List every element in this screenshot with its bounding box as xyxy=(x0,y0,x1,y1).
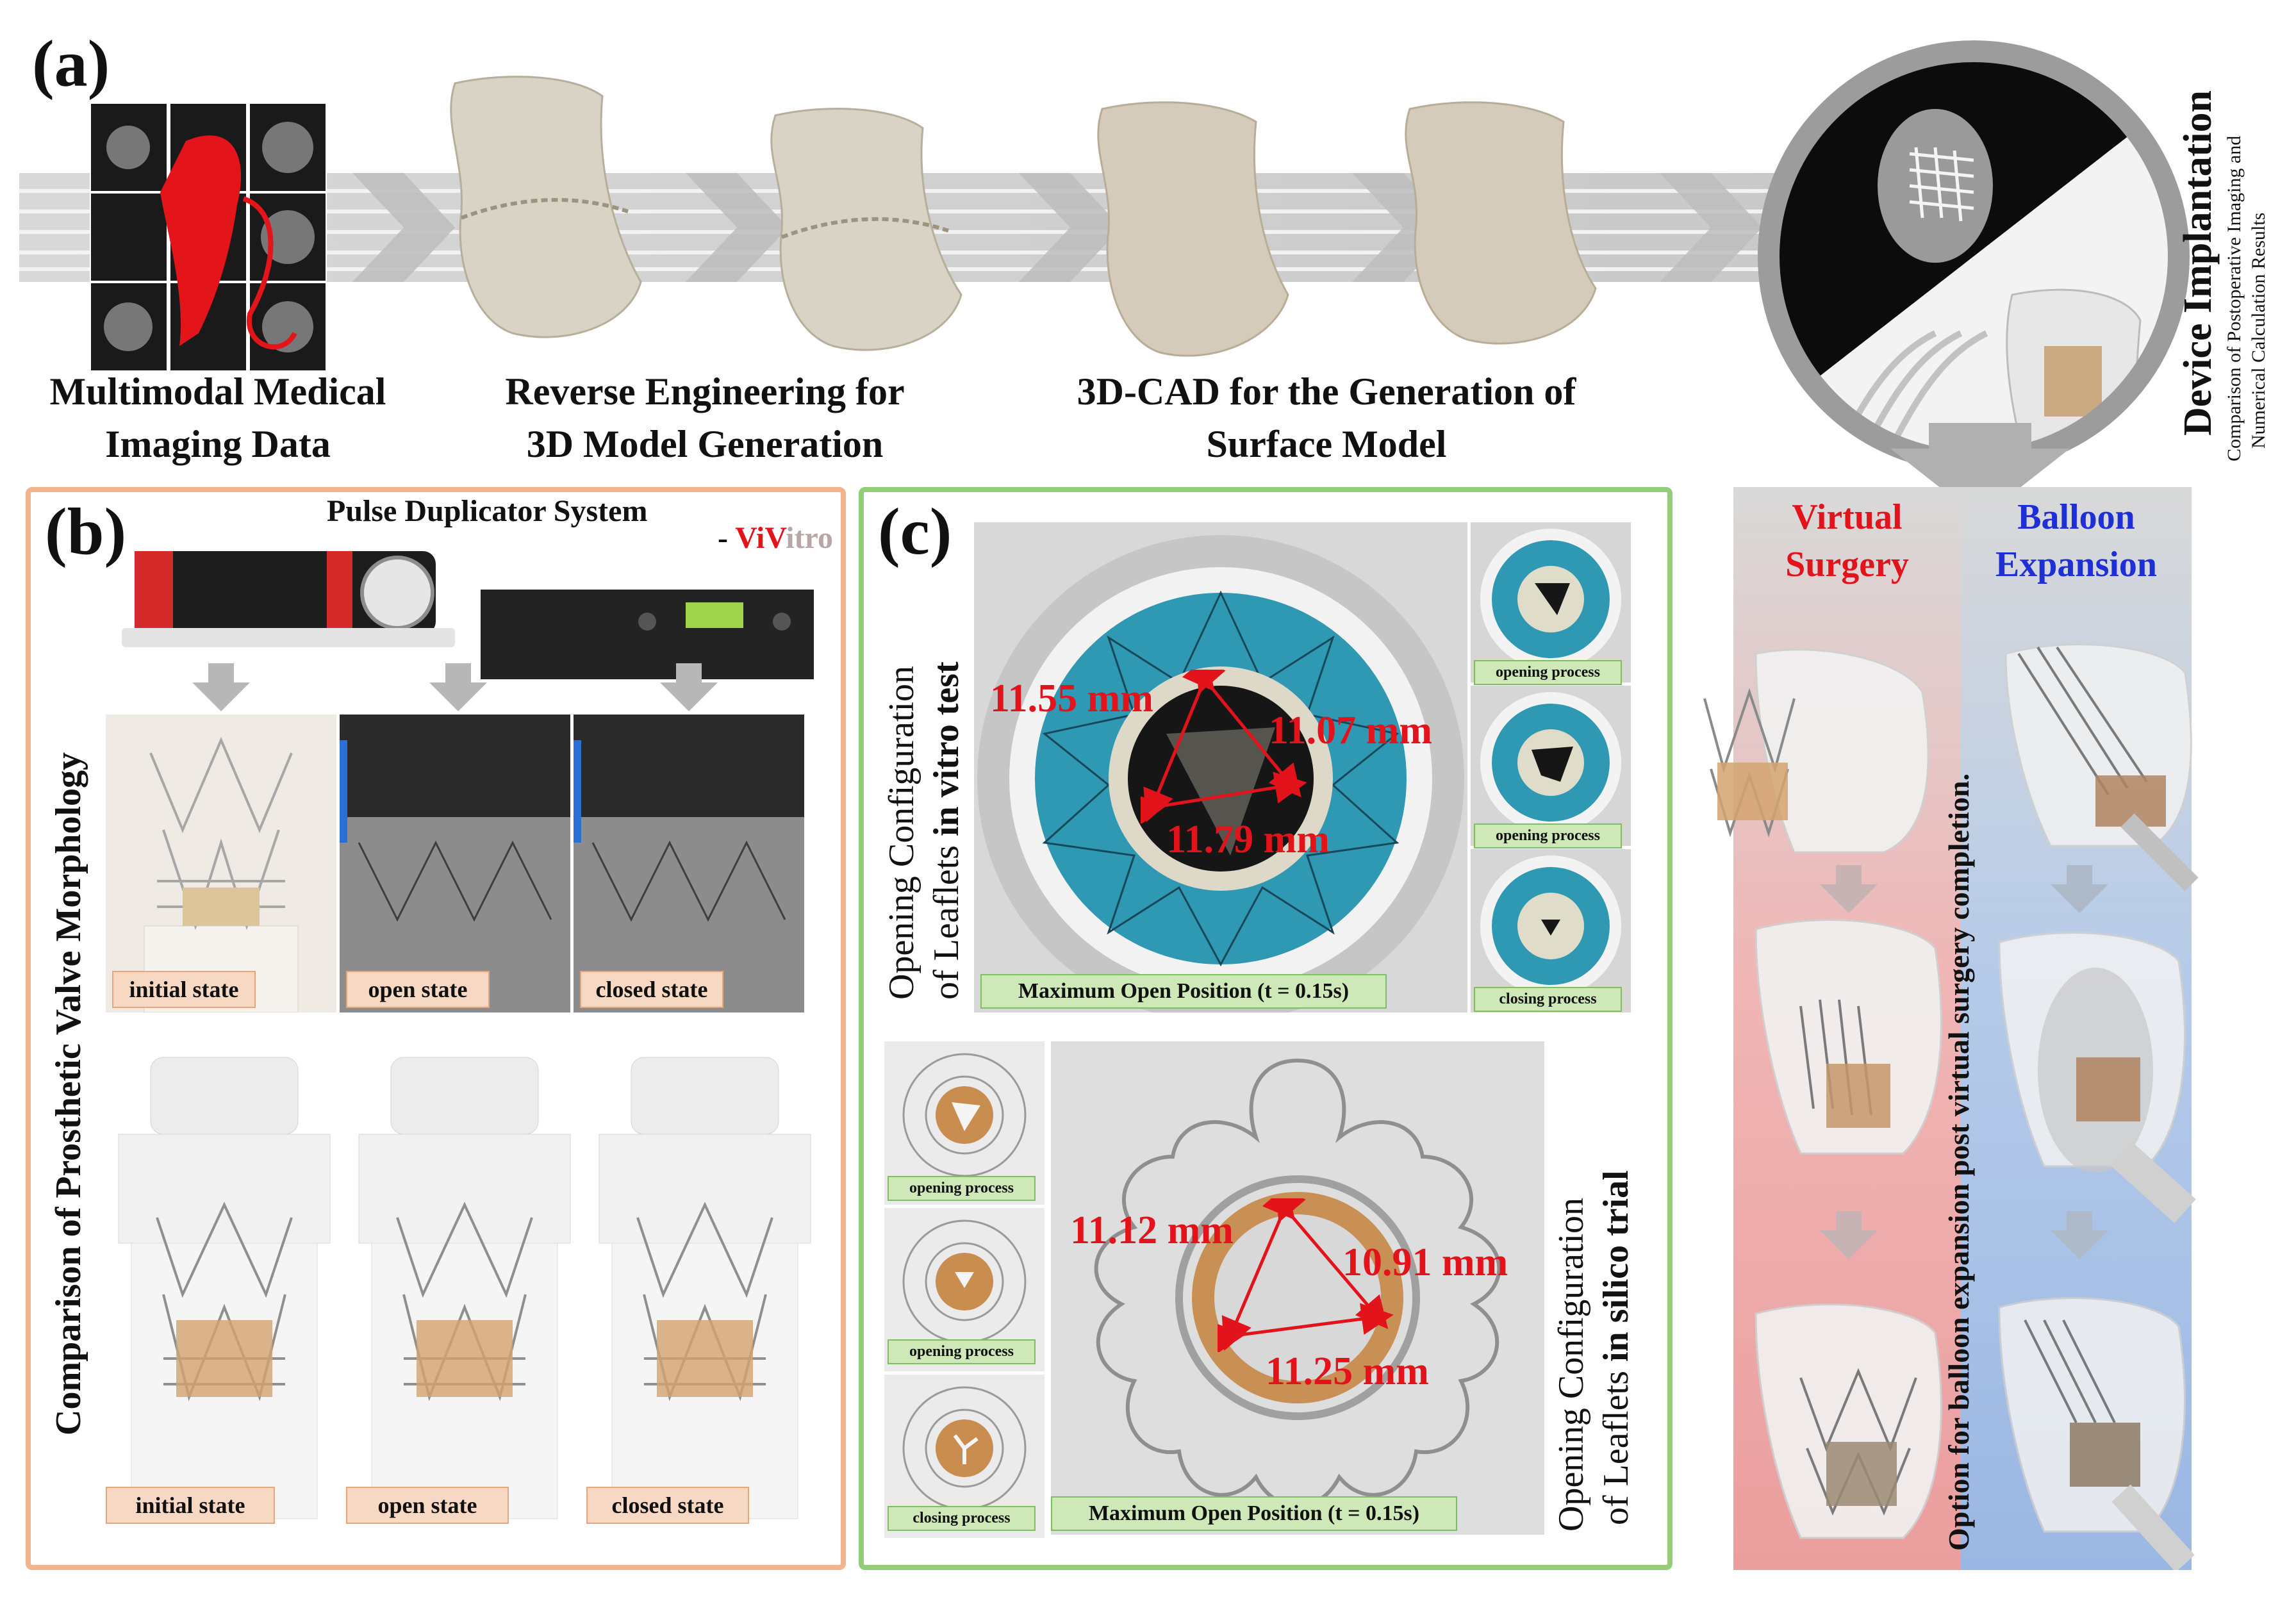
panel-c-frame xyxy=(859,487,1672,1570)
step-caption-2: Reverse Engineering for 3D Model Generat… xyxy=(474,365,936,470)
balloon-option-note: Option for balloon expansion post virtua… xyxy=(1942,773,1975,1551)
valve-photo-closed xyxy=(574,715,804,1012)
valve-model-closed xyxy=(586,1038,823,1532)
aortic-model-cad-2 xyxy=(1391,96,1602,352)
arrow-down-virtual-1 xyxy=(1820,865,1878,913)
photo-tag-initial: initial state xyxy=(112,971,256,1008)
valve-photo-initial xyxy=(106,715,336,1012)
panel-a-letter: (a) xyxy=(32,27,110,101)
vivitro-brand: - ViVitro xyxy=(718,520,833,556)
pulse-duplicator-device-image xyxy=(122,525,833,679)
balloon-stage-1 xyxy=(1980,628,2224,897)
vitro-thumb-3 xyxy=(1471,849,1631,1012)
silico-thumb-tag-2: opening process xyxy=(888,1339,1036,1364)
step-caption-1-line1: Multimodal Medical xyxy=(49,370,386,413)
vivitro-dash: - xyxy=(718,521,736,555)
pulse-duplicator-title: Pulse Duplicator System xyxy=(327,494,648,528)
virtual-stage-1 xyxy=(1692,641,1961,865)
silico-label-line2: of Leaflets in silico trial xyxy=(1596,1170,1637,1525)
valve-photo-open xyxy=(340,715,570,1012)
virtual-title-line2: Surgery xyxy=(1785,545,1909,584)
ct-scan-grid-image xyxy=(90,103,327,372)
silico-max-position-tag: Maximum Open Position (t = 0.15s) xyxy=(1051,1496,1457,1531)
arrow-down-balloon-1 xyxy=(2051,865,2108,913)
device-implantation-title: Device Implantation xyxy=(2176,90,2220,436)
balloon-stage-3 xyxy=(1974,1282,2204,1570)
aortic-model-cad-1 xyxy=(1083,96,1294,365)
photo-tag-closed: closed state xyxy=(580,971,723,1008)
silico-label-line2-bold: in silico trial xyxy=(1596,1170,1636,1362)
silico-thumb-tag-1: opening process xyxy=(888,1176,1036,1201)
prosthetic-morphology-label: Comparison of Prosthetic Valve Morpholog… xyxy=(49,752,88,1435)
vitro-label-line1: Opening Configuration xyxy=(882,665,921,1000)
vitro-measure-2: 11.07 mm xyxy=(1269,709,1432,752)
valve-model-initial xyxy=(106,1038,343,1532)
model-tag-initial: initial state xyxy=(106,1487,275,1524)
model-tag-open: open state xyxy=(346,1487,509,1524)
aortic-model-raw-2 xyxy=(756,103,968,359)
balloon-expansion-title: Balloon Expansion xyxy=(1961,493,2192,588)
silico-label-line1: Opening Configuration xyxy=(1551,1197,1591,1532)
vitro-label-line2-plain: of Leaflets xyxy=(927,836,966,1000)
virtual-title-line1: Virtual xyxy=(1792,497,1903,537)
silico-measure-1: 11.12 mm xyxy=(1070,1209,1234,1252)
vitro-thumb-tag-1: opening process xyxy=(1474,660,1622,685)
down-arrow-to-options xyxy=(1890,423,2070,519)
model-tag-closed: closed state xyxy=(586,1487,749,1524)
vitro-label-line2: of Leaflets in vitro test xyxy=(926,661,967,1000)
vivitro-red: ViV xyxy=(735,521,786,555)
panel-b-letter: (b) xyxy=(45,495,127,568)
silico-measure-triangle xyxy=(1218,1198,1397,1352)
vitro-thumb-tag-3: closing process xyxy=(1474,987,1622,1012)
photo-tag-open: open state xyxy=(346,971,490,1008)
vitro-thumb-tag-2: opening process xyxy=(1474,823,1622,848)
virtual-stage-2 xyxy=(1730,904,1961,1186)
step-caption-3-line1: 3D-CAD for the Generation of xyxy=(1077,370,1576,413)
panel-c-letter: (c) xyxy=(878,495,952,568)
step-caption-2-line1: Reverse Engineering for xyxy=(505,370,905,413)
vivitro-gray: itro xyxy=(786,521,833,555)
vitro-max-position-tag: Maximum Open Position (t = 0.15s) xyxy=(980,974,1387,1009)
vitro-thumb-1 xyxy=(1471,522,1631,682)
silico-thumb-tag-3: closing process xyxy=(888,1506,1036,1531)
valve-model-open xyxy=(346,1038,583,1532)
balloon-stage-2 xyxy=(1974,916,2204,1224)
aortic-model-raw-1 xyxy=(436,70,647,346)
silico-label-line2-plain: of Leaflets xyxy=(1596,1362,1636,1525)
panel-b-frame xyxy=(26,487,846,1570)
step-caption-3: 3D-CAD for the Generation of Surface Mod… xyxy=(1019,365,1634,470)
arrow-down-b1 xyxy=(192,663,250,711)
silico-measure-2: 10.91 mm xyxy=(1342,1241,1508,1284)
device-subtitle-line2: Numerical Calculation Results xyxy=(2248,212,2269,449)
balloon-title-line2: Expansion xyxy=(1995,545,2158,584)
vitro-measure-1: 11.55 mm xyxy=(990,677,1153,720)
arrow-down-b2 xyxy=(429,663,487,711)
step-caption-1-line2: Imaging Data xyxy=(105,423,331,465)
vitro-measure-3: 11.79 mm xyxy=(1166,818,1330,861)
device-subtitle-line1: Comparison of Postoperative Imaging and xyxy=(2224,135,2245,461)
arrow-down-virtual-2 xyxy=(1820,1211,1878,1259)
vitro-thumb-2 xyxy=(1471,686,1631,846)
vitro-label-line2-bold: in vitro test xyxy=(927,661,966,837)
step-caption-3-line2: Surface Model xyxy=(1206,423,1447,465)
arrow-down-balloon-2 xyxy=(2051,1211,2108,1259)
vitro-measure-triangle xyxy=(1141,670,1307,823)
step-caption-1: Multimodal Medical Imaging Data xyxy=(13,365,423,470)
balloon-title-line1: Balloon xyxy=(2017,497,2135,537)
virtual-stage-3 xyxy=(1730,1288,1961,1557)
arrow-down-b3 xyxy=(660,663,718,711)
step-caption-2-line2: 3D Model Generation xyxy=(526,423,884,465)
device-implantation-circle xyxy=(1743,26,2204,487)
silico-measure-3: 11.25 mm xyxy=(1266,1350,1429,1393)
virtual-surgery-title: Virtual Surgery xyxy=(1733,493,1961,588)
